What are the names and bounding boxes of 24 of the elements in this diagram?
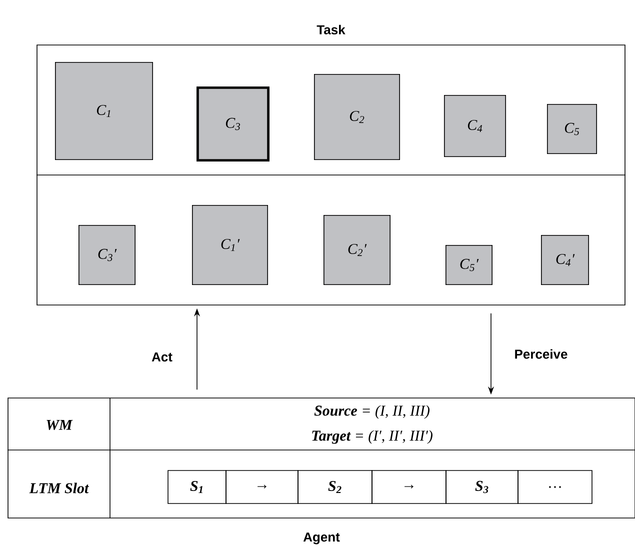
edge-label: Perceive [515, 349, 568, 359]
square: C$_{2}$′ [324, 215, 390, 285]
slot-cell: → [372, 470, 446, 504]
square: C$_{3}$ [196, 86, 270, 162]
table-text: Source = (I, II, III) [314, 405, 430, 419]
square: C$_{5}$′ [446, 245, 492, 285]
node-label: Task [316, 24, 346, 34]
node-label: Agent [303, 532, 340, 544]
table-text: Target = (I′, II′, III′) [312, 430, 432, 444]
slot-cell: … [518, 470, 592, 504]
square: C$_{2}$ [314, 74, 400, 160]
square: C$_{4}$ [444, 95, 506, 157]
square: C$_{4}$′ [541, 235, 589, 285]
slot-cell: S$_{1}$ [168, 470, 226, 504]
slot-cell: S$_{3}$ [446, 470, 518, 504]
table-text: LTM Slot [29, 482, 90, 494]
slot-cell: S$_{2}$ [298, 470, 372, 504]
slot-cell: → [226, 470, 298, 504]
square: C$_{1}$ [55, 62, 153, 160]
edge-label: Act [152, 352, 172, 362]
square: C$_{3}$′ [78, 225, 136, 285]
square: C$_{5}$ [547, 104, 597, 154]
square: C$_{1}$′ [192, 205, 268, 285]
table-text: WM [46, 420, 73, 430]
